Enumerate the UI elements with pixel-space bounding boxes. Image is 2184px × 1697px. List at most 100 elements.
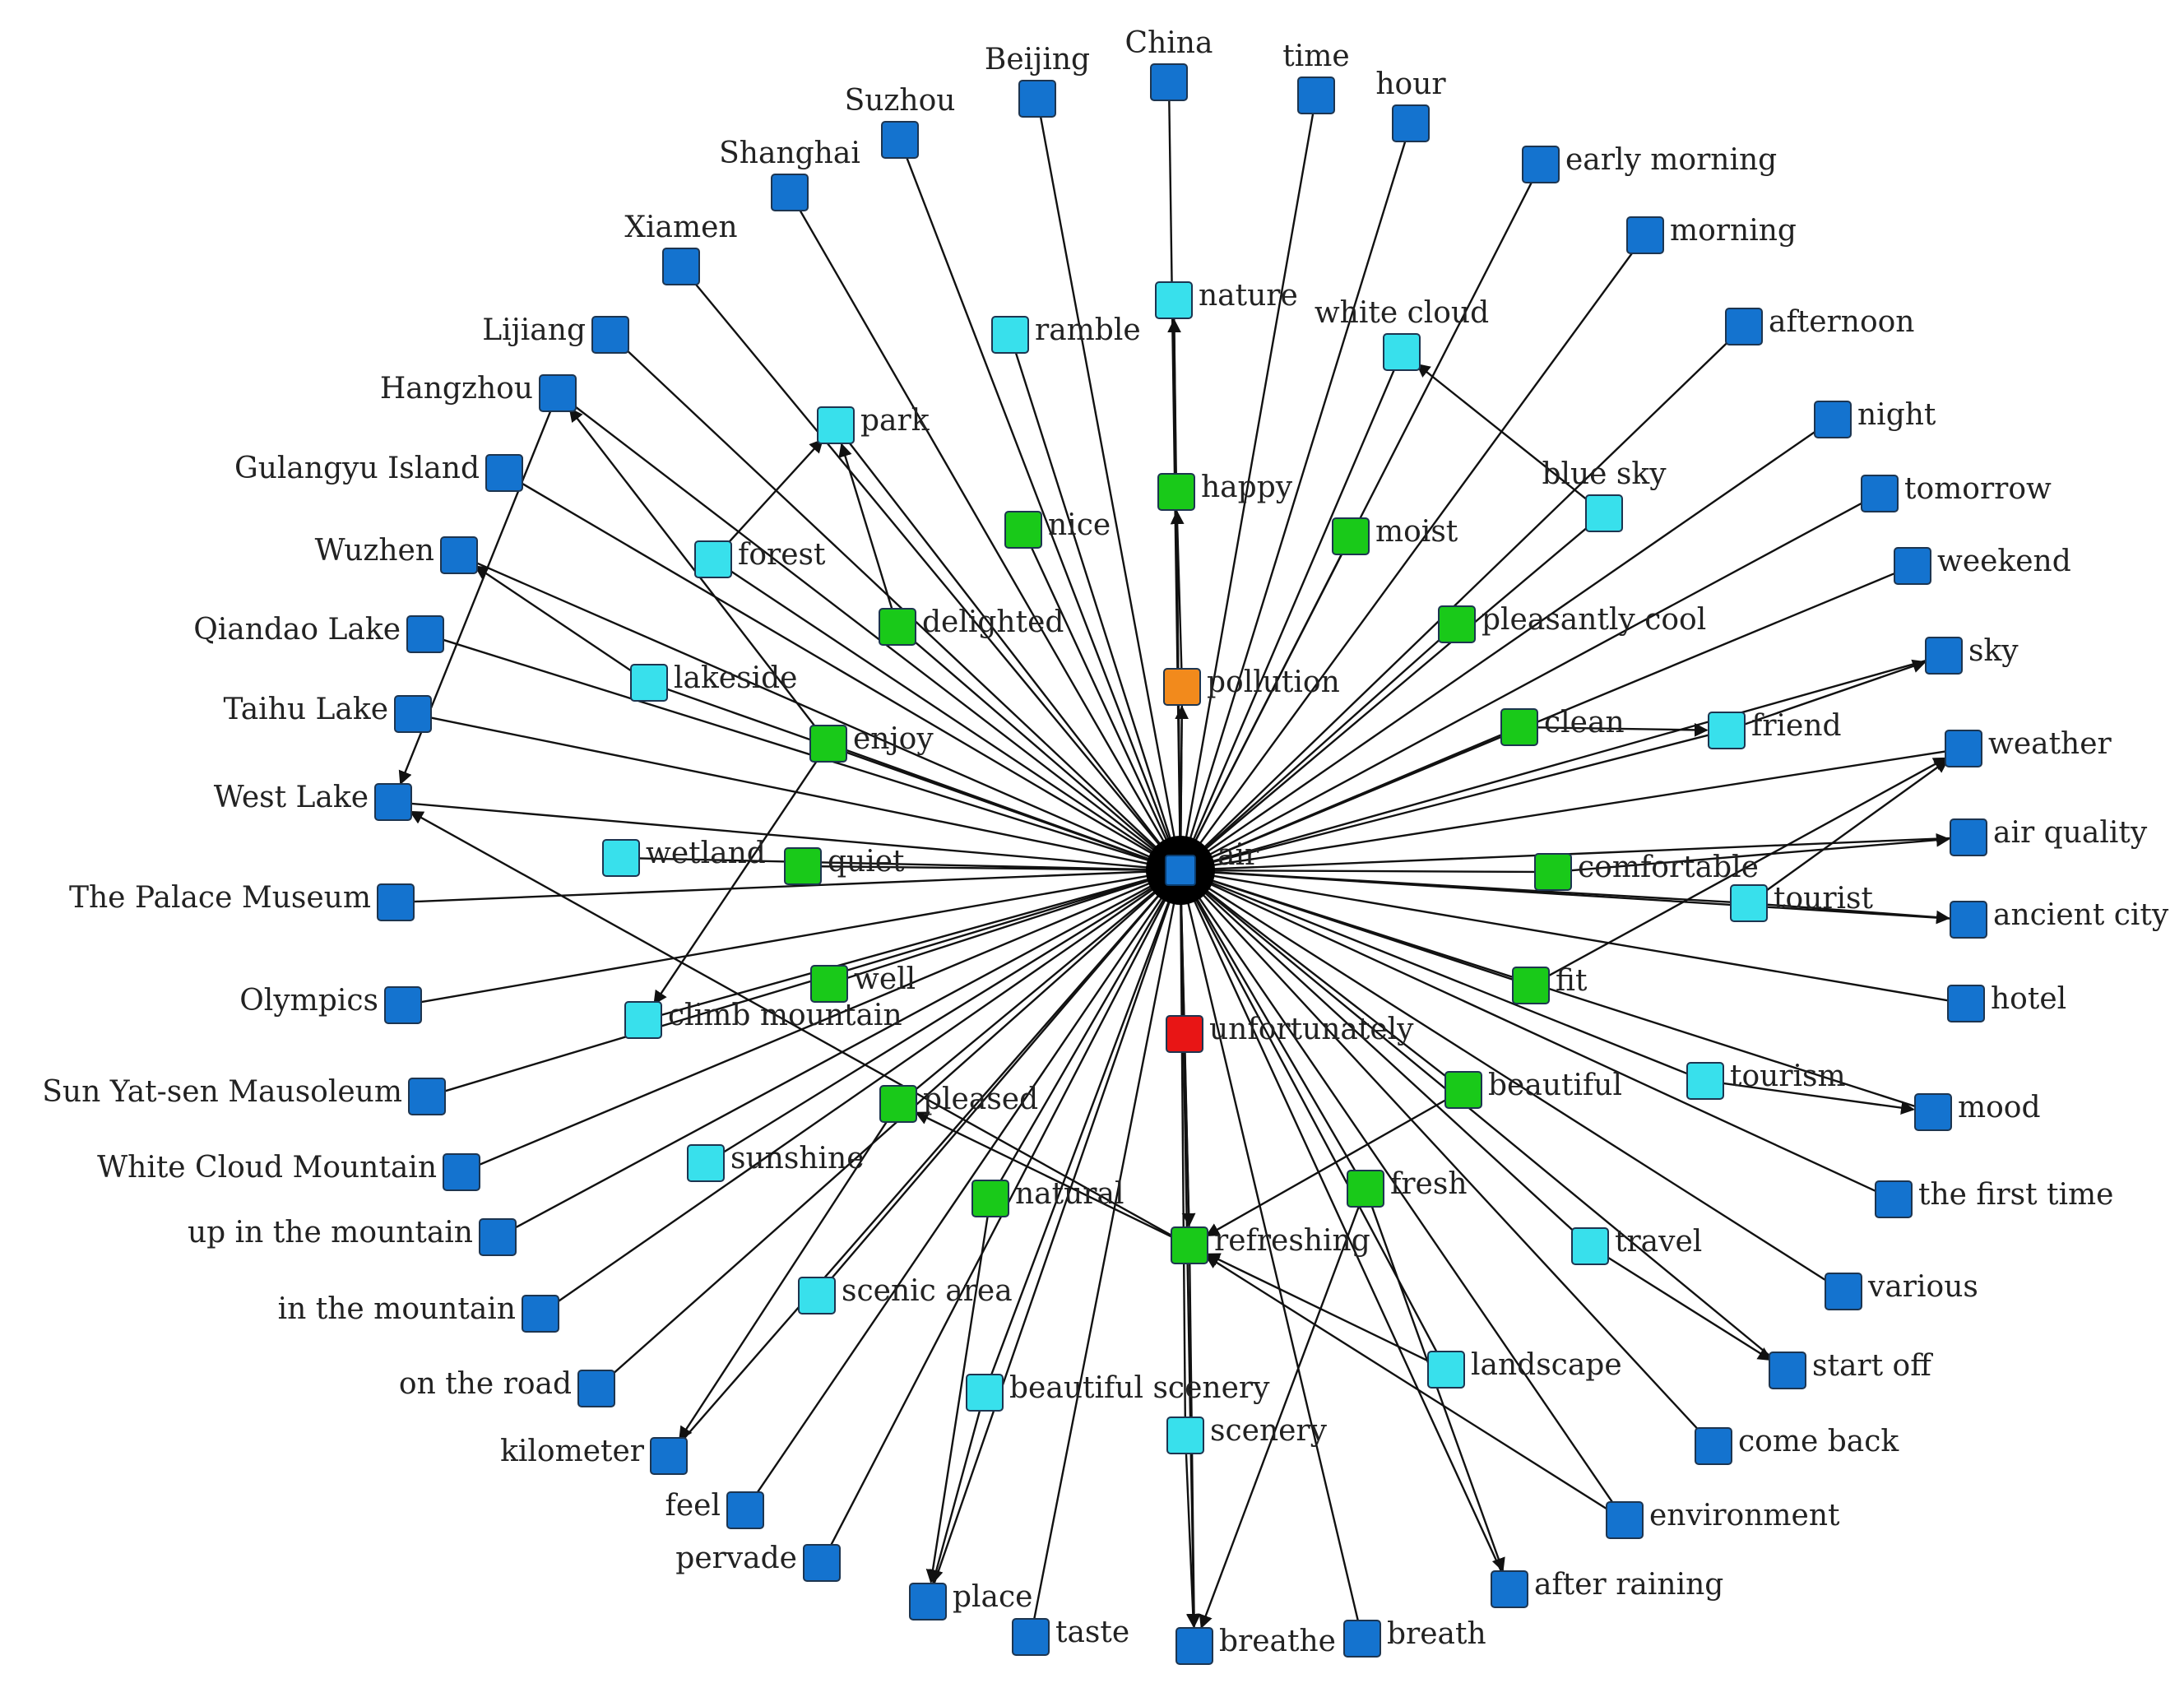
- node-sun-yat-sen-mausoleum[interactable]: Sun Yat-sen Mausoleum: [42, 1075, 446, 1115]
- node-pleasantly-cool[interactable]: pleasantly cool: [1438, 603, 1706, 643]
- node-fresh[interactable]: fresh: [1347, 1167, 1468, 1208]
- node-environment[interactable]: environment: [1606, 1499, 1840, 1539]
- node-hour[interactable]: hour: [1375, 67, 1446, 142]
- node-lijiang[interactable]: Lijiang: [482, 313, 629, 354]
- node-wuzhen[interactable]: Wuzhen: [315, 534, 478, 574]
- edge-travel-start-off: [1604, 1254, 1773, 1361]
- node-natural[interactable]: natural: [971, 1177, 1124, 1217]
- node-shanghai[interactable]: Shanghai: [719, 137, 860, 211]
- node-park[interactable]: park: [817, 404, 930, 444]
- node-afternoon[interactable]: afternoon: [1725, 305, 1915, 345]
- edge-natural-place: [925, 1216, 989, 1583]
- node-tourism[interactable]: tourism: [1686, 1059, 1846, 1100]
- node-refreshing[interactable]: refreshing: [1171, 1224, 1370, 1264]
- node-morning[interactable]: morning: [1626, 214, 1797, 254]
- node-beijing[interactable]: Beijing: [985, 43, 1090, 118]
- node-delighted[interactable]: delighted: [879, 605, 1064, 646]
- node-beautiful-scenery[interactable]: beautiful scenery: [966, 1371, 1270, 1412]
- node-white-cloud-mountain[interactable]: White Cloud Mountain: [97, 1151, 480, 1191]
- node-the-palace-museum[interactable]: The Palace Museum: [69, 881, 415, 921]
- node-in-the-mountain[interactable]: in the mountain: [278, 1292, 559, 1333]
- node-weekend[interactable]: weekend: [1894, 545, 2071, 585]
- node-quiet[interactable]: quiet: [784, 845, 905, 885]
- node-on-the-road[interactable]: on the road: [399, 1367, 615, 1407]
- node-comfortable[interactable]: comfortable: [1534, 851, 1759, 891]
- node-time[interactable]: time: [1282, 39, 1350, 114]
- node-friend[interactable]: friend: [1708, 709, 1842, 749]
- node-hangzhou[interactable]: Hangzhou: [380, 372, 577, 412]
- center-node[interactable]: air: [1146, 836, 1259, 905]
- node-olympics[interactable]: Olympics: [239, 984, 422, 1024]
- node-night-square: [1814, 401, 1852, 438]
- node-sunshine[interactable]: sunshine: [687, 1142, 865, 1182]
- node-qiandao-lake[interactable]: Qiandao Lake: [193, 613, 444, 653]
- node-taihu-lake[interactable]: Taihu Lake: [224, 693, 432, 733]
- node-pleased[interactable]: pleased: [879, 1083, 1038, 1123]
- node-ramble[interactable]: ramble: [991, 313, 1141, 354]
- node-blue-sky[interactable]: blue sky: [1542, 457, 1667, 532]
- node-travel[interactable]: travel: [1571, 1225, 1702, 1265]
- node-mood[interactable]: mood: [1914, 1091, 2041, 1131]
- node-nice[interactable]: nice: [1004, 508, 1111, 549]
- node-label-nature: nature: [1199, 279, 1298, 313]
- node-breath[interactable]: breath: [1343, 1617, 1486, 1658]
- node-kilometer[interactable]: kilometer: [500, 1435, 688, 1475]
- node-taste[interactable]: taste: [1012, 1616, 1129, 1656]
- node-sky[interactable]: sky: [1925, 634, 2019, 675]
- node-well[interactable]: well: [810, 962, 916, 1003]
- node-white-cloud[interactable]: white cloud: [1315, 296, 1489, 371]
- node-place-square: [909, 1583, 947, 1620]
- node-fit[interactable]: fit: [1512, 964, 1588, 1004]
- node-climb-mountain[interactable]: climb mountain: [624, 999, 902, 1039]
- node-night[interactable]: night: [1814, 398, 1936, 438]
- node-tomorrow[interactable]: tomorrow: [1861, 472, 2052, 512]
- node-up-in-the-mountain[interactable]: up in the mountain: [188, 1216, 517, 1256]
- node-label-on-the-road: on the road: [399, 1367, 572, 1401]
- node-feel[interactable]: feel: [665, 1489, 764, 1529]
- edge-air-white-cloud-mountain: [477, 882, 1151, 1166]
- node-suzhou[interactable]: Suzhou: [845, 84, 956, 159]
- node-air-quality[interactable]: air quality: [1950, 816, 2148, 856]
- edge-pollution-happy: [1170, 510, 1185, 670]
- node-scenic-area[interactable]: scenic area: [798, 1274, 1013, 1314]
- node-after-raining[interactable]: after raining: [1491, 1568, 1723, 1608]
- node-west-lake[interactable]: West Lake: [214, 781, 412, 821]
- node-nature[interactable]: nature: [1155, 279, 1298, 319]
- node-beautiful[interactable]: beautiful: [1444, 1069, 1622, 1109]
- node-unfortunately-square: [1166, 1015, 1203, 1053]
- node-clean[interactable]: clean: [1500, 706, 1625, 746]
- node-the-first-time[interactable]: the first time: [1875, 1178, 2113, 1218]
- node-pervade[interactable]: pervade: [675, 1542, 841, 1582]
- node-hotel[interactable]: hotel: [1947, 982, 2066, 1022]
- node-various[interactable]: various: [1825, 1270, 1978, 1310]
- node-china[interactable]: China: [1125, 26, 1213, 101]
- node-breathe[interactable]: breathe: [1175, 1625, 1336, 1665]
- node-label-shanghai: Shanghai: [719, 137, 860, 170]
- edge-air-ramble: [1014, 351, 1172, 840]
- node-xiamen[interactable]: Xiamen: [624, 211, 738, 285]
- node-ancient-city[interactable]: ancient city: [1950, 898, 2169, 939]
- edge-air-scenic-area: [828, 894, 1160, 1283]
- node-happy[interactable]: happy: [1157, 471, 1293, 511]
- node-lakeside[interactable]: lakeside: [630, 661, 797, 702]
- node-unfortunately[interactable]: unfortunately: [1166, 1013, 1414, 1053]
- node-hotel-square: [1947, 985, 1985, 1022]
- node-scenery[interactable]: scenery: [1166, 1414, 1328, 1454]
- node-wetland[interactable]: wetland: [602, 837, 766, 877]
- node-come-back[interactable]: come back: [1695, 1425, 1899, 1465]
- node-wuzhen-square: [440, 536, 478, 574]
- node-place[interactable]: place: [909, 1580, 1033, 1620]
- node-hangzhou-square: [539, 374, 577, 412]
- node-tourist[interactable]: tourist: [1730, 882, 1874, 922]
- node-beautiful-square: [1444, 1071, 1482, 1109]
- node-moist[interactable]: moist: [1332, 515, 1458, 555]
- node-early-morning[interactable]: early morning: [1522, 143, 1777, 183]
- node-weather[interactable]: weather: [1945, 727, 2112, 767]
- node-landscape[interactable]: landscape: [1427, 1348, 1622, 1389]
- node-enjoy[interactable]: enjoy: [809, 722, 934, 763]
- node-climb-mountain-square: [624, 1001, 662, 1039]
- node-start-off[interactable]: start off: [1769, 1349, 1933, 1389]
- node-pollution[interactable]: pollution: [1163, 665, 1340, 706]
- node-gulangyu-island[interactable]: Gulangyu Island: [234, 452, 523, 492]
- node-forest[interactable]: forest: [694, 538, 826, 578]
